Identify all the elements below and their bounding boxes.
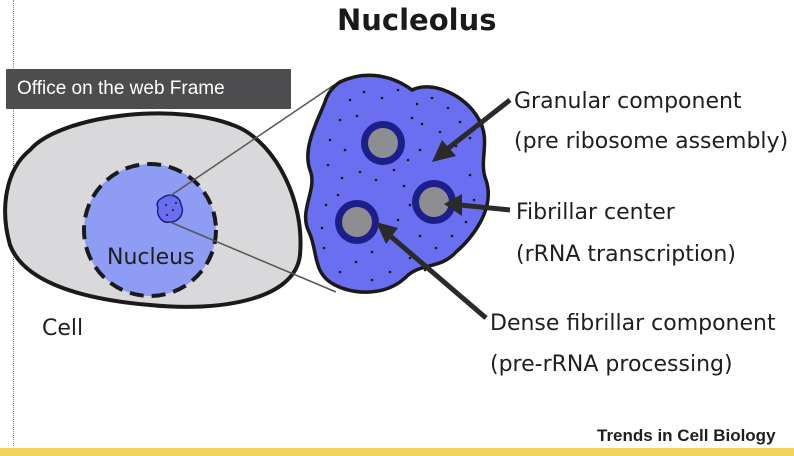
label-fibrillar-center: Fibrillar center	[516, 200, 676, 225]
figure-title: Nucleolus	[337, 3, 497, 37]
office-frame-tooltip: Office on the web Frame	[6, 69, 291, 109]
granular-dots	[320, 88, 476, 282]
label-dense-fibrillar-component: Dense fibrillar component	[490, 311, 776, 336]
fibrillar-center-3	[335, 200, 379, 244]
nucleolus-small	[156, 194, 184, 224]
label-dense-fibrillar-component-note: (pre-rRNA processing)	[490, 352, 733, 377]
nucleolus-enlarged	[303, 73, 490, 294]
label-cell: Cell	[42, 316, 83, 341]
label-granular-component: Granular component	[514, 89, 742, 114]
nucleus	[82, 162, 218, 298]
label-fibrillar-center-note: (rRNA transcription)	[516, 242, 736, 267]
accent-bottom-bar	[0, 448, 794, 456]
label-granular-component-note: (pre ribosome assembly)	[514, 129, 788, 154]
nucleolus-figure: Nucleolus	[3, 3, 788, 445]
label-nucleus: Nucleus	[107, 245, 195, 270]
zoom-line-top	[169, 84, 335, 197]
fibrillar-center-1	[361, 121, 405, 165]
figure-credit: Trends in Cell Biology	[597, 426, 776, 445]
fibrillar-center-2	[412, 180, 456, 224]
zoom-line-bottom	[169, 221, 337, 293]
label-arrows	[376, 98, 512, 320]
